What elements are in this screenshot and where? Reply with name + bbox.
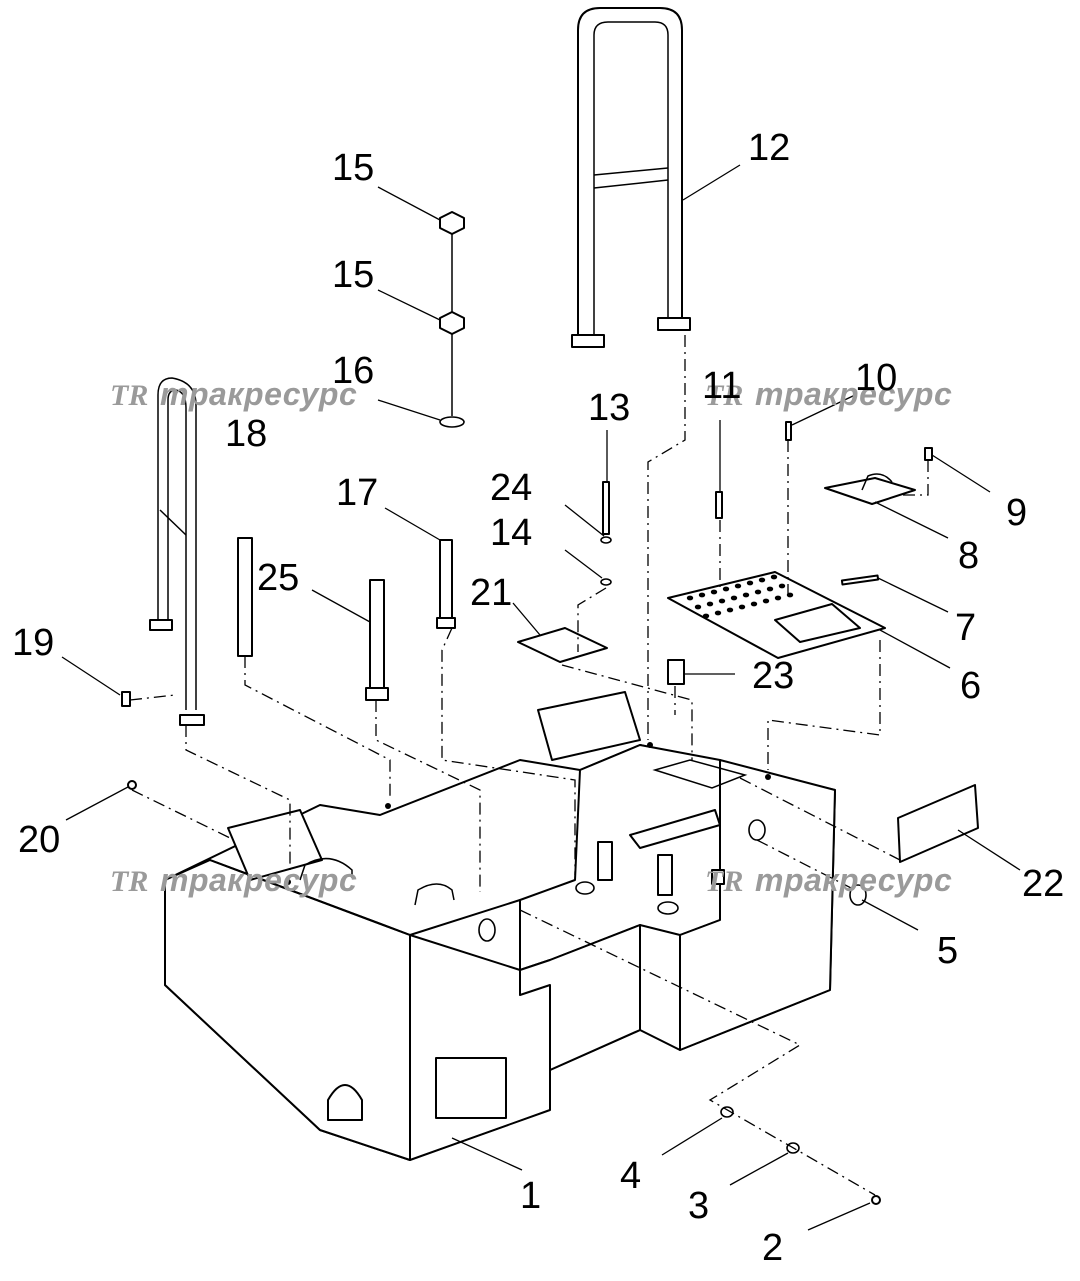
plate-hole bbox=[766, 586, 774, 592]
washer-4 bbox=[720, 1106, 734, 1118]
plate-hole bbox=[726, 607, 734, 613]
callout-3: 3 bbox=[688, 1185, 709, 1227]
handrail-right bbox=[571, 7, 691, 348]
watermark-logo: TR bbox=[110, 865, 148, 898]
plate-hole bbox=[686, 595, 694, 601]
rod-17-nut bbox=[436, 617, 456, 629]
callout-12: 12 bbox=[748, 127, 790, 169]
watermark-logo: TR bbox=[705, 379, 743, 412]
watermark-text: тракресурс bbox=[755, 376, 952, 412]
callout-20: 20 bbox=[18, 819, 60, 861]
bolt-11 bbox=[715, 491, 723, 519]
watermark-text: тракресурс bbox=[160, 862, 357, 898]
callout-7: 7 bbox=[955, 607, 976, 649]
callout-15-bottom: 15 bbox=[332, 254, 374, 296]
plate-hole bbox=[754, 589, 762, 595]
tank-body bbox=[164, 691, 836, 1161]
watermark-top-left: TR тракресурс bbox=[110, 376, 357, 412]
callout-1: 1 bbox=[520, 1175, 541, 1217]
callout-24: 24 bbox=[490, 467, 532, 509]
callout-19: 19 bbox=[12, 622, 54, 664]
plate-hole bbox=[770, 574, 778, 580]
watermark-logo: TR bbox=[110, 379, 148, 412]
plate-21 bbox=[517, 627, 608, 663]
watermark-text: тракресурс bbox=[160, 376, 357, 412]
plate-hole bbox=[742, 592, 750, 598]
callout-11: 11 bbox=[702, 365, 741, 407]
plate-hole bbox=[734, 583, 742, 589]
callout-labels: 1 2 3 4 5 6 7 8 9 10 11 12 13 14 15 15 1… bbox=[12, 127, 1064, 1269]
assembly-lines bbox=[129, 335, 929, 1196]
plate-hole bbox=[710, 589, 718, 595]
washer-14 bbox=[600, 578, 612, 586]
plate-hole bbox=[738, 604, 746, 610]
callout-8: 8 bbox=[958, 535, 979, 577]
handrail-left bbox=[149, 377, 205, 726]
watermark-bottom-right: TR тракресурс bbox=[705, 862, 952, 898]
plate-hole bbox=[706, 601, 714, 607]
rod-18 bbox=[237, 537, 253, 657]
cover-plate bbox=[824, 477, 916, 505]
bolt-19 bbox=[121, 691, 131, 707]
block-23 bbox=[667, 659, 685, 685]
callout-21: 21 bbox=[470, 572, 512, 614]
callout-25: 25 bbox=[257, 557, 299, 599]
callout-4: 4 bbox=[620, 1155, 641, 1197]
plate-hole bbox=[746, 580, 754, 586]
rod-25-base bbox=[365, 687, 389, 701]
plate-hole bbox=[722, 586, 730, 592]
bolt-10 bbox=[785, 421, 792, 441]
washer-24 bbox=[600, 536, 612, 544]
plate-hole bbox=[774, 595, 782, 601]
plate-22 bbox=[897, 784, 979, 863]
callout-15-top: 15 bbox=[332, 147, 374, 189]
watermark-bottom-left: TR тракресурс bbox=[110, 862, 357, 898]
rod-25 bbox=[369, 579, 385, 689]
watermark-top-right: TR тракресурс bbox=[705, 376, 952, 412]
bolt-2 bbox=[871, 1195, 881, 1205]
callout-2: 2 bbox=[762, 1227, 783, 1269]
plate-hole bbox=[778, 583, 786, 589]
bolt-13 bbox=[602, 481, 610, 535]
step-plate bbox=[667, 571, 886, 659]
callout-9: 9 bbox=[1006, 492, 1027, 534]
callout-6: 6 bbox=[960, 665, 981, 707]
nut-20 bbox=[127, 780, 137, 790]
washer-16 bbox=[439, 416, 465, 428]
callout-18: 18 bbox=[225, 413, 267, 455]
nut-15-bottom bbox=[439, 311, 465, 335]
callout-5: 5 bbox=[937, 930, 958, 972]
watermark: TR тракресурс TR тракресурс TR тракресур… bbox=[110, 376, 952, 898]
cover-handle bbox=[861, 473, 893, 491]
watermark-logo: TR bbox=[705, 865, 743, 898]
leader-lines bbox=[61, 164, 1021, 1231]
plate-hole bbox=[750, 601, 758, 607]
plate-hole bbox=[702, 613, 710, 619]
plate-hole bbox=[730, 595, 738, 601]
bolt-7 bbox=[840, 574, 880, 586]
callout-14: 14 bbox=[490, 512, 532, 554]
bolt-9 bbox=[924, 447, 933, 461]
plate-hole bbox=[762, 598, 770, 604]
callout-23: 23 bbox=[752, 655, 794, 697]
plate-hole bbox=[714, 610, 722, 616]
watermark-text: тракресурс bbox=[755, 862, 952, 898]
callout-22: 22 bbox=[1022, 863, 1064, 905]
plate-hole bbox=[698, 592, 706, 598]
nut-15-top bbox=[439, 211, 465, 235]
rod-17 bbox=[439, 539, 453, 619]
plate-hole bbox=[758, 577, 766, 583]
plate-hole bbox=[718, 598, 726, 604]
callout-17: 17 bbox=[336, 472, 378, 514]
callout-16: 16 bbox=[332, 350, 374, 392]
callout-10: 10 bbox=[855, 357, 897, 399]
plate-hole bbox=[694, 604, 702, 610]
callout-13: 13 bbox=[588, 387, 630, 429]
